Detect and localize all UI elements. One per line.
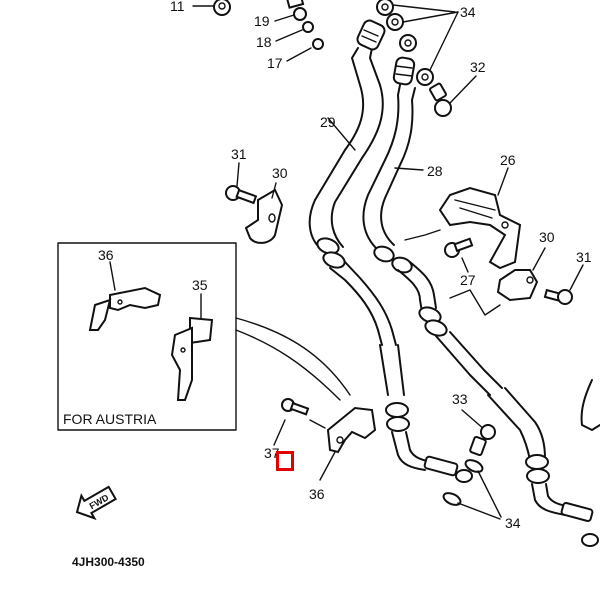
bolt-27[interactable] — [444, 237, 474, 273]
label-26: 26 — [500, 152, 516, 168]
label-34-top: 34 — [460, 4, 476, 20]
label-19: 19 — [254, 13, 270, 29]
label-29: 29 — [320, 114, 336, 130]
hose-joint-bracket-26[interactable] — [438, 167, 522, 270]
inset-label-36: 36 — [98, 247, 114, 263]
inset-label-35: 35 — [192, 277, 208, 293]
part-19-18-17-washers[interactable] — [274, 0, 324, 62]
hose-holder-30-right[interactable] — [496, 247, 546, 302]
bolt-31-right[interactable] — [543, 264, 584, 305]
copper-washers-34-bottom[interactable] — [442, 458, 502, 520]
label-30-left: 30 — [272, 165, 288, 181]
inset-for-austria: 36 35 FOR AUSTRIA — [57, 242, 237, 431]
partial-bracket-right-edge — [580, 379, 600, 431]
label-30-right: 30 — [539, 229, 555, 245]
union-bolt-washers-34-top[interactable] — [376, 0, 459, 86]
label-36: 36 — [309, 486, 325, 502]
label-28: 28 — [427, 163, 443, 179]
part-diagram-code: 4JH300-4350 — [72, 555, 145, 569]
bolt-37[interactable] — [273, 398, 326, 446]
inset-bracket-35[interactable] — [170, 316, 214, 401]
label-27: 27 — [460, 272, 476, 288]
inset-bracket-36[interactable] — [88, 286, 162, 331]
label-34-bottom: 34 — [505, 515, 521, 531]
part-11[interactable] — [192, 0, 231, 16]
label-11: 11 — [170, 0, 185, 14]
label-18: 18 — [256, 34, 272, 50]
leader-27-a — [404, 229, 441, 241]
bolt-31-left[interactable] — [225, 162, 258, 205]
selection-highlight-box[interactable] — [276, 451, 294, 471]
inset-connector-upper — [235, 317, 351, 396]
label-31-left: 31 — [231, 146, 247, 162]
label-32: 32 — [470, 59, 486, 75]
inset-connector-lower — [235, 329, 341, 401]
hose-holder-36[interactable] — [319, 406, 377, 481]
brake-hose-29[interactable] — [308, 19, 473, 483]
union-bolt-32[interactable] — [429, 75, 477, 117]
label-37: 37 — [264, 445, 280, 461]
label-31-right: 31 — [576, 249, 592, 265]
hose-holder-30-left[interactable] — [244, 188, 284, 244]
forward-arrow-icon: FWD — [75, 485, 118, 521]
leader-27-b — [449, 289, 501, 316]
brake-hose-28[interactable] — [362, 56, 599, 547]
inset-caption: FOR AUSTRIA — [63, 411, 157, 427]
label-33: 33 — [452, 391, 468, 407]
union-bolt-33[interactable] — [461, 409, 496, 457]
label-17: 17 — [267, 55, 283, 71]
